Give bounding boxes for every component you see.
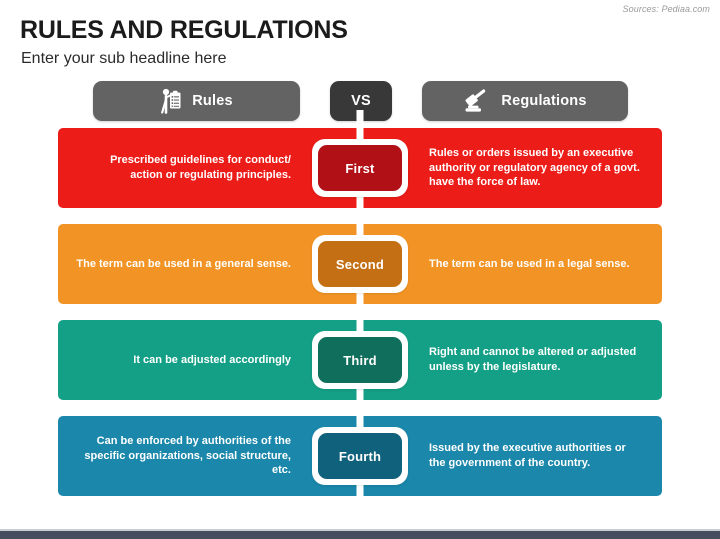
row-right-text: Issued by the executive authorities or t… [429, 442, 626, 469]
regulations-button[interactable]: Regulations [422, 81, 628, 121]
comparison-rows: Prescribed guidelines for conduct/ actio… [58, 110, 662, 514]
row-right-cell: Rules or orders issued by an executive a… [415, 128, 662, 208]
comparison-row: Can be enforced by authorities of the sp… [58, 398, 662, 514]
person-with-clipboard-icon [160, 88, 182, 114]
rank-badge-label: Third [343, 352, 377, 368]
row-left-text: It can be adjusted accordingly [133, 353, 291, 366]
rank-badge-label: First [345, 160, 375, 176]
row-left-cell: Can be enforced by authorities of the sp… [58, 416, 305, 496]
row-right-cell: Issued by the executive authorities or t… [415, 416, 662, 496]
gavel-icon [463, 88, 491, 114]
rank-badge[interactable]: Fourth [318, 433, 402, 479]
comparison-row: Prescribed guidelines for conduct/ actio… [58, 110, 662, 226]
badge-frame: First [312, 139, 408, 197]
badge-frame: Second [312, 235, 408, 293]
rank-badge[interactable]: Second [318, 241, 402, 287]
page-title: RULES AND REGULATIONS [20, 16, 348, 44]
row-right-cell: The term can be used in a legal sense. [415, 224, 662, 304]
bottom-accent-bar [0, 529, 720, 539]
rules-button-label: Rules [192, 93, 233, 109]
row-left-cell: Prescribed guidelines for conduct/ actio… [58, 128, 305, 208]
rules-button[interactable]: Rules [93, 81, 300, 121]
vs-label: VS [351, 93, 371, 109]
header-button-row: Rules VS Regulations [58, 81, 662, 121]
row-left-text: Prescribed guidelines for conduct/ actio… [110, 154, 291, 181]
row-center-gutter: Third [305, 302, 415, 418]
row-center-gutter: First [305, 110, 415, 226]
rank-badge[interactable]: Third [318, 337, 402, 383]
row-left-text: Can be enforced by authorities of the sp… [84, 434, 291, 477]
row-right-cell: Right and cannot be altered or adjusted … [415, 320, 662, 400]
row-center-gutter: Fourth [305, 398, 415, 514]
comparison-row: It can be adjusted accordingly Third Rig… [58, 302, 662, 418]
comparison-row: The term can be used in a general sense.… [58, 206, 662, 322]
badge-frame: Fourth [312, 427, 408, 485]
badge-frame: Third [312, 331, 408, 389]
row-left-cell: The term can be used in a general sense. [58, 224, 305, 304]
regulations-button-label: Regulations [501, 93, 587, 109]
rank-badge-label: Second [335, 256, 385, 272]
row-left-text: The term can be used in a general sense. [76, 257, 291, 270]
source-credit: Sources: Pediaa.com [622, 4, 710, 14]
row-center-gutter: Second [305, 206, 415, 322]
rank-badge-label: Fourth [338, 448, 382, 464]
row-right-text: The term can be used in a legal sense. [429, 257, 630, 270]
rank-badge[interactable]: First [318, 145, 402, 191]
row-right-text: Right and cannot be altered or adjusted … [429, 346, 637, 373]
row-right-text: Rules or orders issued by an executive a… [429, 146, 640, 189]
page-subtitle: Enter your sub headline here [21, 50, 227, 67]
row-left-cell: It can be adjusted accordingly [58, 320, 305, 400]
